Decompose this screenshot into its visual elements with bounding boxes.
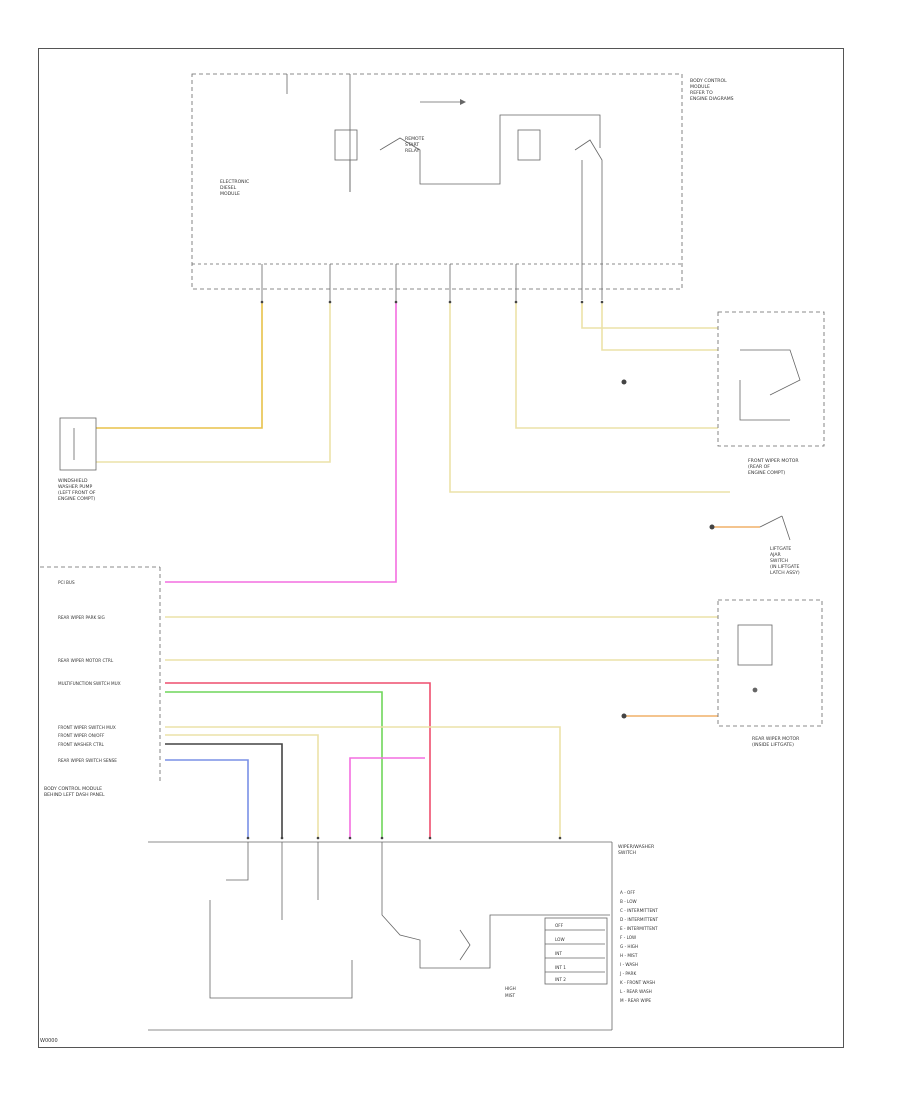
legend-12: M - REAR WIPE [620,998,651,1003]
label-wiper-switch-1: WIPER/WASHER [618,844,655,850]
electronic-module-box [191,73,683,302]
label-hood-module-2: DIESEL [220,185,237,191]
label-washer-pump-1: WINDSHIELD [58,478,88,484]
ground-symbols [621,379,715,719]
wire-switch-pink [349,757,425,838]
label-hood-note-3: REFER TO [690,90,713,96]
switch-pos-6: MIST [505,993,516,998]
switch-pos-2: INT [555,951,562,956]
rear-wiper-motor-box [717,599,823,727]
label-remote-start-2: START [405,142,419,148]
bcm-pin-7: REAR WIPER SWITCH SENSE [58,758,117,763]
bcm-pin-3: MULTIFUNCTION SWITCH MUX [58,681,121,686]
label-front-motor-3: ENGINE COMPT) [748,470,785,476]
label-remote-start-1: REMOTE [405,136,424,142]
bcm-box [40,566,161,782]
label-rear-motor-2: (INSIDE LIFTGATE) [752,742,794,748]
bcm-pin-labels: PCI BUS REAR WIPER PARK SIG REAR WIPER M… [58,580,121,763]
label-hood-note-2: MODULE [690,84,710,90]
wire-switch-1 [165,726,561,838]
label-liftgate-3: SWITCH [770,558,788,564]
switch-pos-3: INT 1 [555,965,566,970]
wire-washer-return [96,302,331,463]
legend-5: F - LOW [620,935,636,940]
label-washer-pump-2: WASHER PUMP [58,484,92,490]
label-wiper-switch-2: SWITCH [618,850,636,856]
switch-pos-4: INT 2 [555,977,566,982]
label-washer-pump-4: ENGINE COMPT) [58,496,95,502]
switch-legend: A - OFF B - LOW C - INTERMITTENT D - INT… [619,890,659,1003]
label-front-motor-2: (REAR OF [748,464,770,470]
legend-10: K - FRONT WASH [620,980,655,985]
label-remote-start-3: RELAY [405,148,420,154]
wire-front-wiper-2 [515,302,718,429]
liftgate-switch [759,515,791,541]
label-liftgate-1: LIFTGATE [770,546,791,552]
legend-4: E - INTERMITTENT [620,926,658,931]
bcm-pin-1: REAR WIPER PARK SIG [58,615,105,620]
wire-front-wiper-1 [449,302,730,493]
label-hood-module-1: ELECTRONIC [220,179,249,185]
legend-2: C - INTERMITTENT [620,908,658,913]
bcm-pin-0: PCI BUS [58,580,75,585]
label-liftgate-2: AJAR [770,552,782,558]
wire-front-wiper-3 [581,302,718,329]
label-front-motor-1: FRONT WIPER MOTOR [748,458,799,464]
component-labels: ELECTRONIC DIESEL MODULE BODY CONTROL MO… [44,78,800,856]
wire-switch-3 [165,743,283,838]
label-liftgate-4: (IN LIFTGATE [770,564,799,570]
wire-mux-red [165,682,431,838]
switch-pos-5: HIGH [505,986,516,991]
connector-dots [246,300,604,840]
front-wiper-motor-box [717,311,825,447]
wire-group [96,302,760,838]
wire-washer-feed [96,302,263,429]
wire-switch-blue [165,759,249,838]
label-hood-note-4: ENGINE DIAGRAMS [690,96,734,102]
legend-8: I - WASH [620,962,638,967]
legend-3: D - INTERMITTENT [620,917,659,922]
legend-11: L - REAR WASH [620,989,652,994]
wire-mux-green [165,691,383,838]
legend-7: H - MIST [620,953,638,958]
switch-position-labels: OFF LOW INT INT 1 INT 2 HIGH MIST [505,923,566,998]
diagram-code: W0000 [40,1038,58,1044]
label-liftgate-5: LATCH ASSY) [770,570,800,576]
label-washer-pump-3: (LEFT FRONT OF [58,490,96,496]
legend-0: A - OFF [620,890,636,895]
label-hood-note-1: BODY CONTROL [690,78,727,84]
switch-pos-0: OFF [555,923,564,928]
label-bcm-1: BODY CONTROL MODULE [44,786,102,792]
legend-6: G - HIGH [620,944,638,949]
legend-1: B - LOW [620,899,637,904]
legend-9: J - PARK [619,971,636,976]
label-rear-motor-1: REAR WIPER MOTOR [752,736,800,742]
wire-pci-bus [165,302,397,583]
module-arrow [420,99,466,105]
label-hood-module-3: MODULE [220,191,240,197]
diagram-frame [38,48,844,1048]
washer-pump-box [59,417,97,471]
wire-switch-2 [165,734,319,838]
bcm-pin-4: FRONT WIPER SWITCH MUX [58,725,116,730]
wire-front-wiper-4 [601,302,718,351]
bcm-pin-2: REAR WIPER MOTOR CTRL [58,658,114,663]
bcm-pin-6: FRONT WASHER CTRL [58,742,104,747]
switch-pos-1: LOW [555,937,565,942]
wiper-switch-box [148,841,613,1031]
bcm-pin-5: FRONT WIPER ON/OFF [58,733,105,738]
label-bcm-2: BEHIND LEFT DASH PANEL [44,792,105,798]
